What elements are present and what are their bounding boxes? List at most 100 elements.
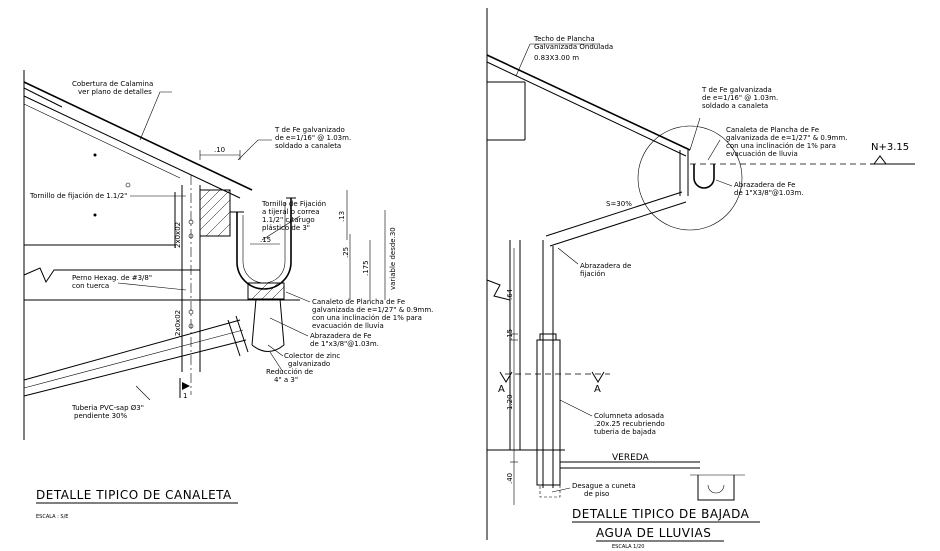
- section-arrow-icon: [591, 371, 605, 383]
- note-tfe-1: T de Fe galvanizado: [274, 126, 345, 134]
- dim-15: .15: [260, 236, 271, 244]
- section-arrow-icon: [499, 371, 513, 383]
- bracket-hatch: [199, 189, 231, 237]
- pipe-clamp: [539, 333, 557, 341]
- note-techo-2: Galvanizada Ondulada: [534, 43, 613, 51]
- dim-top: .10: [214, 146, 225, 154]
- leader: [269, 351, 284, 373]
- roof-sheet: [486, 54, 691, 151]
- leader: [689, 117, 701, 151]
- leader: [715, 179, 733, 187]
- note-canaleto-4: evacuación de lluvia: [312, 322, 384, 330]
- left-detail: 1 .10 .15 .13 .25 .175 variable desde.30…: [23, 70, 433, 520]
- note-reduccion-1: Reducción de: [266, 368, 313, 376]
- downpipe-slope: [549, 201, 687, 247]
- note-abrazadera-1: Abrazadera de Fe: [310, 332, 371, 340]
- gutter-profile: [236, 198, 292, 290]
- leader: [117, 282, 187, 291]
- left-title: DETALLE TIPICO DE CANALETA: [36, 488, 232, 502]
- note-techo-3: 0.83X3.00 m: [534, 54, 579, 62]
- drop-pipe: [251, 298, 257, 346]
- roof-sheet-under: [486, 61, 687, 157]
- note-tornillo-3: 1.1/2" c/tarugo: [262, 216, 315, 224]
- break-line: [23, 267, 200, 284]
- roof-cap: [23, 87, 63, 108]
- slope-label: S=30%: [606, 200, 632, 208]
- bolt-icon: [188, 233, 194, 239]
- leader: [285, 291, 311, 303]
- bolt-icon: [188, 219, 194, 225]
- note-tornillo-1: Tornillo de Fijación: [261, 200, 326, 208]
- section-arrow-icon: [182, 382, 190, 390]
- pipe-flange: [235, 315, 249, 353]
- note-colector-2: galvanizado: [288, 360, 330, 368]
- leader: [557, 247, 579, 265]
- dim-64: .64: [506, 288, 514, 300]
- leader: [559, 399, 593, 417]
- roof-slope-top: [23, 81, 253, 191]
- leader: [269, 317, 309, 337]
- channel-curve: [707, 484, 725, 494]
- right-scale: ESCALA 1/20: [612, 544, 644, 550]
- leader: [707, 139, 721, 161]
- pipe-flange: [227, 319, 241, 357]
- note-tfe-1: T de Fe galvanizada: [701, 86, 772, 94]
- pipe-reduction: [251, 344, 285, 352]
- note-columneta-1: Columneta adosada: [594, 412, 664, 420]
- note-canaleta-3: con una inclinación de 1% para: [726, 142, 836, 150]
- section-marker-label: 1: [183, 392, 187, 400]
- note-desague-2: de piso: [584, 490, 609, 498]
- gutter-profile: [693, 164, 715, 189]
- note-colector-1: Colector de zinc: [284, 352, 340, 360]
- note-abrazadera-2: de 1"X3/8"@1.03m.: [734, 189, 804, 197]
- dim-25: .25: [342, 247, 350, 258]
- leader: [515, 43, 600, 77]
- right-detail: N+3.15 S=30% A A VEREDA: [486, 8, 915, 550]
- level-label: N+3.15: [871, 142, 909, 153]
- note-tfe-2: de e=1/16" @ 1.03m.: [275, 134, 351, 142]
- note-cobertura-1: Cobertura de Calamina: [72, 80, 153, 88]
- floor-channel: [697, 475, 735, 501]
- right-title-2: AGUA DE LLUVIAS: [596, 526, 711, 540]
- note-tfe-2: de e=1/16" @ 1.03m.: [702, 94, 778, 102]
- dim-side2: 2x0x02: [174, 310, 182, 336]
- detail-circle: [637, 125, 743, 231]
- anchor-dot: [125, 182, 131, 188]
- note-columneta-2: .20x.25 recubriendo: [594, 420, 665, 428]
- break-line: [486, 279, 511, 301]
- note-canaleto-3: con una inclinación de 1% para: [312, 314, 422, 322]
- note-tfe-3: soldado a canaleta: [702, 102, 768, 110]
- drop-pipe: [279, 298, 285, 346]
- roof-slope-inner: [23, 103, 181, 179]
- dim-side1: 2x0x02: [174, 222, 182, 248]
- dim-variable: variable desde.30: [389, 227, 397, 290]
- columneta: [536, 339, 561, 486]
- downpipe-slope: [545, 191, 683, 237]
- dim-15: .15: [506, 329, 514, 340]
- leader: [135, 385, 151, 401]
- section-label-right: A: [594, 384, 601, 395]
- note-abrazadera-1: Abrazadera de Fe: [734, 181, 795, 189]
- anchor-dot: [93, 153, 97, 157]
- note-cobertura-2: ver plano de detalles: [78, 88, 152, 96]
- leader: [267, 344, 284, 357]
- dim-40: .40: [506, 473, 514, 484]
- dim-120: 1.20: [506, 394, 514, 410]
- leader: [261, 215, 301, 241]
- note-tuberia-2: pendiente 30%: [74, 412, 128, 420]
- dim-13: .13: [338, 211, 346, 222]
- section-label-left: A: [498, 384, 505, 395]
- note-abrazadera-fij-2: fijación: [580, 270, 605, 278]
- note-tfe-3: soldado a canaleta: [275, 142, 341, 150]
- bolt-icon: [188, 323, 194, 329]
- note-canaleta-1: Canaleta de Plancha de Fe: [726, 126, 819, 134]
- right-title-1: DETALLE TIPICO DE BAJADA: [572, 507, 750, 521]
- note-tuberia-1: Tuberia PVC-sap Ø3": [71, 404, 144, 412]
- collector: [247, 282, 285, 300]
- leader: [551, 487, 571, 493]
- collector-hatch: [251, 282, 285, 300]
- leader: [237, 139, 272, 161]
- bolt-icon: [188, 309, 194, 315]
